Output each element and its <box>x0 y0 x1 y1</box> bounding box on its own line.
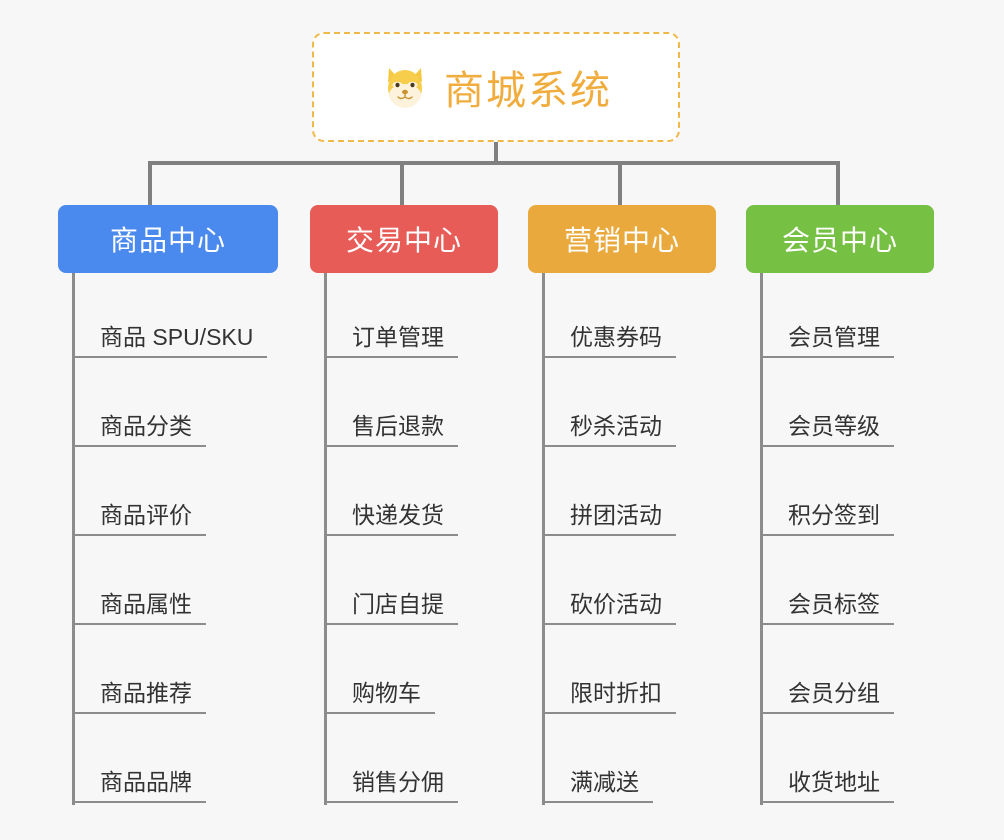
category-header-label: 营销中心 <box>563 225 680 256</box>
connector-root-stem <box>494 142 498 163</box>
leaf-item[interactable]: 商品分类 <box>72 362 278 451</box>
root-node[interactable]: 商城系统 <box>312 32 680 142</box>
branch-spine-marketing-center <box>542 273 545 805</box>
category-header-label: 会员中心 <box>781 225 898 256</box>
root-title: 商城系统 <box>444 69 612 113</box>
leaf-item[interactable]: 限时折扣 <box>542 629 716 718</box>
leaf-item-label: 商品推荐 <box>72 680 206 714</box>
leaf-item[interactable]: 购物车 <box>324 629 498 718</box>
leaf-item-label: 积分签到 <box>760 502 894 536</box>
leaf-item[interactable]: 积分签到 <box>760 451 934 540</box>
leaf-item[interactable]: 会员等级 <box>760 362 934 451</box>
leaf-item[interactable]: 秒杀活动 <box>542 362 716 451</box>
leaf-item[interactable]: 收货地址 <box>760 718 934 807</box>
leaf-item[interactable]: 满减送 <box>542 718 716 807</box>
leaf-item-label: 购物车 <box>324 680 435 714</box>
leaf-list-product-center: 商品 SPU/SKU 商品分类 商品评价 商品属性 商品推荐 商品品牌 <box>72 273 278 807</box>
leaf-item-label: 商品属性 <box>72 591 206 625</box>
connector-drop-trade-center <box>400 161 404 205</box>
leaf-item[interactable]: 商品推荐 <box>72 629 278 718</box>
leaf-item-label: 会员标签 <box>760 591 894 625</box>
leaf-item-label: 会员分组 <box>760 680 894 714</box>
leaf-item-label: 秒杀活动 <box>542 413 676 447</box>
branch-spine-trade-center <box>324 273 327 805</box>
connector-drop-marketing-center <box>618 161 622 205</box>
shiba-dog-face-icon <box>380 62 430 112</box>
leaf-item[interactable]: 快递发货 <box>324 451 498 540</box>
leaf-item-label: 售后退款 <box>324 413 458 447</box>
leaf-item-label: 会员管理 <box>760 324 894 358</box>
leaf-item[interactable]: 会员分组 <box>760 629 934 718</box>
leaf-item-label: 商品评价 <box>72 502 206 536</box>
leaf-list-marketing-center: 优惠券码 秒杀活动 拼团活动 砍价活动 限时折扣 满减送 <box>542 273 716 807</box>
leaf-item[interactable]: 会员标签 <box>760 540 934 629</box>
connector-horizontal-bus <box>148 161 836 165</box>
leaf-item[interactable]: 拼团活动 <box>542 451 716 540</box>
leaf-item[interactable]: 销售分佣 <box>324 718 498 807</box>
leaf-item-label: 商品品牌 <box>72 769 206 803</box>
leaf-item[interactable]: 售后退款 <box>324 362 498 451</box>
connector-drop-product-center <box>148 161 152 205</box>
leaf-item-label: 收货地址 <box>760 769 894 803</box>
branch-member-center: 会员中心 会员管理 会员等级 积分签到 会员标签 会员分组 收货地址 <box>746 205 934 805</box>
branch-trade-center: 交易中心 订单管理 售后退款 快递发货 门店自提 购物车 销售分佣 <box>310 205 498 805</box>
branch-spine-member-center <box>760 273 763 805</box>
branch-spine-product-center <box>72 273 75 805</box>
leaf-item[interactable]: 会员管理 <box>760 273 934 362</box>
leaf-item-label: 优惠券码 <box>542 324 676 358</box>
leaf-item-label: 限时折扣 <box>542 680 676 714</box>
leaf-item[interactable]: 商品评价 <box>72 451 278 540</box>
leaf-item-label: 砍价活动 <box>542 591 676 625</box>
branch-marketing-center: 营销中心 优惠券码 秒杀活动 拼团活动 砍价活动 限时折扣 满减送 <box>528 205 716 805</box>
leaf-item-label: 满减送 <box>542 769 653 803</box>
leaf-item[interactable]: 商品品牌 <box>72 718 278 807</box>
leaf-item[interactable]: 商品 SPU/SKU <box>72 273 278 362</box>
leaf-item-label: 拼团活动 <box>542 502 676 536</box>
leaf-item[interactable]: 门店自提 <box>324 540 498 629</box>
leaf-list-member-center: 会员管理 会员等级 积分签到 会员标签 会员分组 收货地址 <box>760 273 934 807</box>
leaf-item-label: 销售分佣 <box>324 769 458 803</box>
category-header-trade-center[interactable]: 交易中心 <box>310 205 498 273</box>
leaf-item-label: 商品 SPU/SKU <box>72 324 268 358</box>
category-header-label: 交易中心 <box>345 225 462 256</box>
category-header-member-center[interactable]: 会员中心 <box>746 205 934 273</box>
connector-drop-member-center <box>836 161 840 205</box>
leaf-item-label: 订单管理 <box>324 324 458 358</box>
leaf-list-trade-center: 订单管理 售后退款 快递发货 门店自提 购物车 销售分佣 <box>324 273 498 807</box>
leaf-item-label: 会员等级 <box>760 413 894 447</box>
branch-product-center: 商品中心 商品 SPU/SKU 商品分类 商品评价 商品属性 商品推荐 商品品牌 <box>58 205 278 805</box>
leaf-item[interactable]: 商品属性 <box>72 540 278 629</box>
leaf-item-label: 商品分类 <box>72 413 206 447</box>
category-header-label: 商品中心 <box>109 225 226 256</box>
category-header-product-center[interactable]: 商品中心 <box>58 205 278 273</box>
leaf-item-label: 快递发货 <box>324 502 458 536</box>
leaf-item[interactable]: 优惠券码 <box>542 273 716 362</box>
leaf-item[interactable]: 订单管理 <box>324 273 498 362</box>
category-header-marketing-center[interactable]: 营销中心 <box>528 205 716 273</box>
leaf-item[interactable]: 砍价活动 <box>542 540 716 629</box>
leaf-item-label: 门店自提 <box>324 591 458 625</box>
